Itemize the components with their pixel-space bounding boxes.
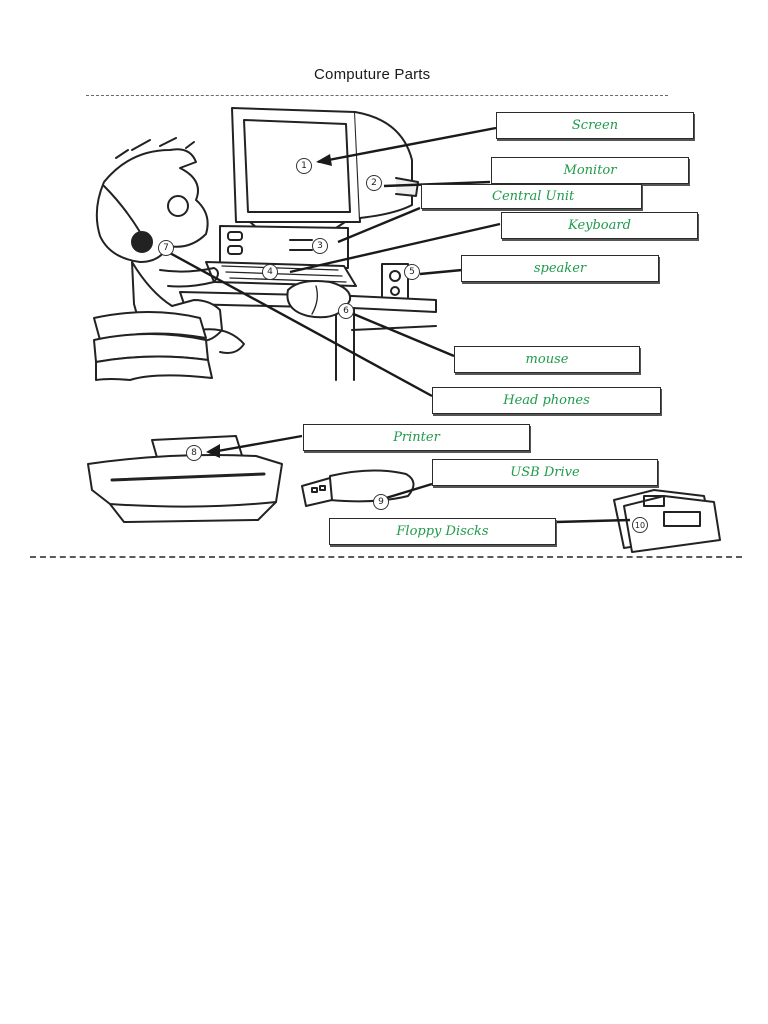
label-monitor[interactable]: Monitor <box>491 157 689 184</box>
central-unit-drawing <box>219 225 349 269</box>
leader-lines <box>167 126 631 524</box>
usb-drive-drawing <box>301 469 415 507</box>
title-underline <box>86 95 668 96</box>
marker-3: 3 <box>312 238 328 254</box>
marker-2: 2 <box>366 175 382 191</box>
marker-5: 5 <box>404 264 420 280</box>
label-usb-drive[interactable]: USB Drive <box>432 459 658 486</box>
worksheet-title: Computure Parts <box>314 66 431 83</box>
printer-drawing <box>87 435 283 523</box>
keyboard-drawing <box>205 261 357 287</box>
bottom-divider <box>30 556 742 558</box>
label-keyboard[interactable]: Keyboard <box>501 212 698 239</box>
label-screen[interactable]: Screen <box>496 112 694 139</box>
floppy-disks-drawing <box>613 489 721 553</box>
label-central-unit[interactable]: Central Unit <box>421 184 642 209</box>
marker-6: 6 <box>338 303 354 319</box>
marker-4: 4 <box>262 264 278 280</box>
label-mouse[interactable]: mouse <box>454 346 640 373</box>
label-speaker[interactable]: speaker <box>461 255 659 282</box>
marker-7: 7 <box>158 240 174 256</box>
marker-8: 8 <box>186 445 202 461</box>
marker-1: 1 <box>296 158 312 174</box>
marker-10: 10 <box>632 517 648 533</box>
books-drawing <box>93 311 213 381</box>
label-head-phones[interactable]: Head phones <box>432 387 661 414</box>
label-printer[interactable]: Printer <box>303 424 530 451</box>
marker-9: 9 <box>373 494 389 510</box>
label-floppy-disks[interactable]: Floppy Discks <box>329 518 556 545</box>
monitor-drawing <box>231 107 419 233</box>
mouse-drawing <box>286 280 352 319</box>
